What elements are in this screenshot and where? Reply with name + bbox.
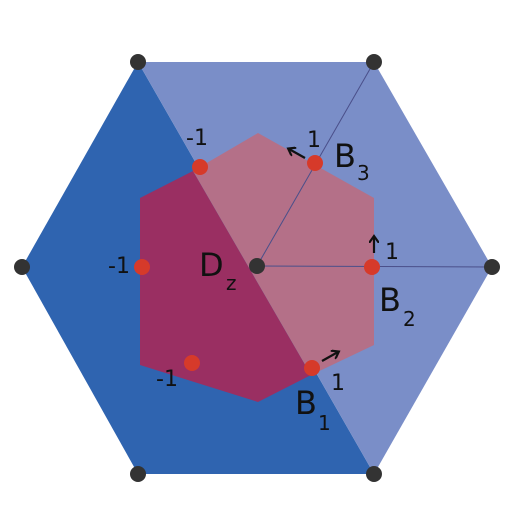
weight-label-b1: 1	[331, 371, 345, 396]
label-b1-sub: 1	[318, 411, 331, 435]
vertex-center	[249, 258, 265, 274]
vertex-bottom-left	[130, 466, 146, 482]
vertex-top-right	[366, 54, 382, 70]
inner-hexagon-light-region	[193, 133, 374, 375]
vertex-right	[484, 259, 500, 275]
point-left-bot	[184, 355, 200, 371]
point-left-mid	[134, 259, 150, 275]
label-b2-main: B	[379, 281, 401, 319]
point-b3	[307, 155, 323, 171]
weight-label-left-bot: -1	[156, 367, 178, 392]
point-b1	[304, 360, 320, 376]
label-b1-main: B	[295, 384, 317, 422]
point-left-top	[192, 159, 208, 175]
label-b2-sub: 2	[403, 307, 416, 331]
vertex-bottom-right	[366, 466, 382, 482]
arrow-b3	[289, 149, 306, 159]
weight-label-left-top: -1	[186, 126, 208, 151]
weight-label-b3: 1	[307, 128, 321, 153]
arrow-b1	[321, 352, 338, 362]
vertex-left	[14, 259, 30, 275]
weight-label-b2: 1	[385, 240, 399, 265]
center-label-main: D	[199, 246, 224, 284]
label-b3-sub: 3	[357, 161, 370, 185]
point-b2	[364, 259, 380, 275]
center-label-sub: z	[226, 271, 237, 295]
inner-hexagon-dark-region	[140, 171, 311, 402]
vertex-top-left	[130, 54, 146, 70]
label-b3-main: B	[334, 137, 356, 175]
weight-label-left-mid: -1	[108, 254, 130, 279]
